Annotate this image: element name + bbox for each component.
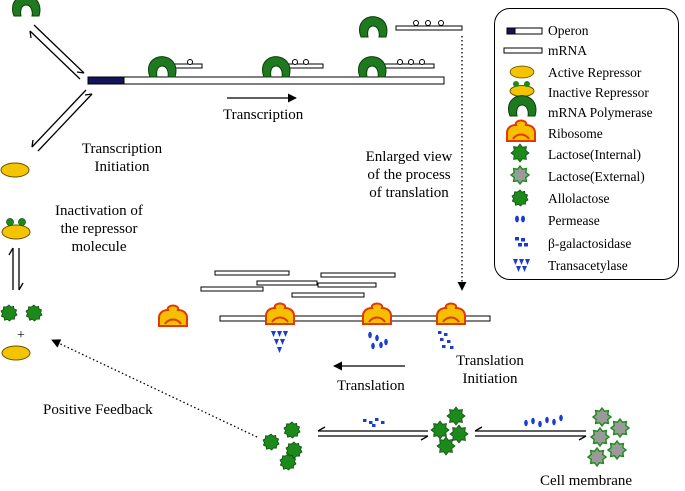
- transcription-initiation-line: Initiation: [94, 159, 150, 175]
- transcription-label: Transcription: [223, 107, 304, 123]
- allolactose-icon: [25, 304, 43, 322]
- inactive-repressor-icon: [1, 218, 31, 240]
- legend-label-allolactose: Allolactose: [548, 191, 610, 206]
- lactose-internal-icon: [446, 406, 466, 426]
- lactose-internal-icon: [430, 420, 450, 440]
- positive-feedback-label: Positive Feedback: [43, 402, 153, 418]
- translating-ribosome: [265, 302, 295, 325]
- lactose-external-icon: [610, 418, 630, 438]
- active-repressor-icon: [1, 345, 31, 361]
- legend-label-ribosome: Ribosome: [548, 126, 603, 141]
- inactivation-line: Inactivation of: [55, 203, 143, 219]
- enlarged-view-line: of translation: [369, 185, 449, 201]
- translating-ribosome: [362, 302, 392, 325]
- mrna-polymerase-icon: [12, 0, 41, 17]
- lactose-internal-icon: [449, 424, 469, 444]
- legend-label-permease: Permease: [548, 213, 600, 228]
- transacetylase-product: [271, 331, 288, 353]
- enlarged-view-line: Enlarged view: [365, 149, 453, 165]
- mrna-pool: [200, 270, 396, 298]
- translating-ribosome: [436, 302, 466, 325]
- cell-membrane-label: Cell membrane: [540, 473, 633, 489]
- translation-initiation-line: Initiation: [462, 371, 518, 387]
- translation-initiation-label: Translation Initiation: [440, 352, 540, 388]
- legend-label-operon: Operon: [548, 23, 589, 38]
- permease-product: [368, 331, 388, 350]
- lactose-internal-icon: [436, 436, 456, 456]
- allolactose-icon: [283, 421, 301, 439]
- active-repressor-icon: [0, 162, 30, 178]
- beta-galactosidase-conversion-arrow: [317, 426, 429, 441]
- lactose-external-icon: [587, 447, 607, 467]
- legend-label-lactose-external: Lactose(External): [548, 169, 645, 184]
- operon-segment: [87, 76, 125, 85]
- plus-sign: +: [17, 328, 25, 343]
- translation-initiation-line: Translation: [456, 353, 524, 369]
- beta-galactosidase-on-arrow: [363, 418, 385, 427]
- beta-galactosidase-product: [438, 331, 454, 349]
- lactose-external-icon: [607, 440, 627, 460]
- transcribing-polymerase: [358, 56, 435, 78]
- equilibrium-arrow: [8, 247, 24, 291]
- transcribing-polymerase: [148, 56, 203, 78]
- positive-feedback-arrow: [51, 339, 258, 438]
- repressor-release-arrow: [31, 89, 93, 152]
- transcribing-polymerase: [262, 56, 324, 78]
- legend-label-inactive-repressor: Inactive Repressor: [548, 85, 649, 100]
- inactivation-line: the repressor: [60, 221, 138, 237]
- transcription-initiation-label: Transcription Initiation: [74, 140, 170, 176]
- legend-icons: [503, 27, 543, 272]
- binding-equilibrium-arrow: [29, 24, 85, 80]
- lactose-external-icon: [592, 407, 612, 427]
- allolactose-icon: [262, 433, 280, 451]
- legend-label-mrna-polymerase: mRNA Polymerase: [548, 105, 653, 120]
- dna-strand: [123, 76, 445, 85]
- released-mrna: [395, 20, 463, 31]
- allolactose-icon: [0, 304, 18, 322]
- released-polymerase: [359, 16, 388, 38]
- transcription-initiation-line: Transcription: [81, 141, 163, 157]
- enlarged-view-label: Enlarged view of the process of translat…: [354, 148, 464, 202]
- inactivation-line: molecule: [71, 239, 127, 255]
- inactivation-label: Inactivation of the repressor molecule: [35, 202, 163, 256]
- legend-label-active-repressor: Active Repressor: [548, 65, 642, 80]
- permease-on-arrow: [524, 414, 563, 428]
- free-ribosome: [158, 304, 188, 327]
- legend-label-mrna: mRNA: [548, 43, 588, 58]
- translation-label: Translation: [337, 378, 405, 394]
- permease-transport-arrow: [474, 426, 587, 441]
- legend-label-beta-galactosidase: β-galactosidase: [548, 236, 632, 251]
- enlarged-view-line: of the process: [367, 167, 451, 183]
- legend: [494, 8, 679, 280]
- mrna-strand: [219, 315, 491, 322]
- legend-label-lactose-internal: Lactose(Internal): [548, 147, 641, 162]
- legend-label-transacetylase: Transacetylase: [548, 258, 628, 273]
- lactose-external-icon: [590, 427, 610, 447]
